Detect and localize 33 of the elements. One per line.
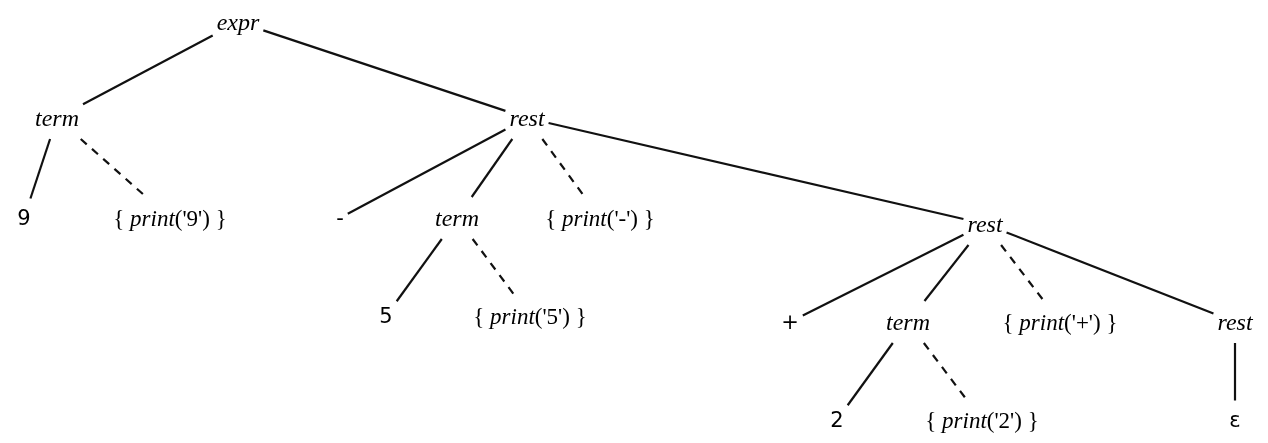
nonterminal-label: term <box>886 309 930 335</box>
tree-edge <box>1233 343 1237 401</box>
tree-edge <box>82 34 214 106</box>
terminal-symbol: - <box>336 205 344 230</box>
nonterminal-label: term <box>435 205 479 231</box>
tree-edge <box>923 244 970 302</box>
tree-edge <box>802 233 964 317</box>
dashed-tree-edge <box>923 342 968 401</box>
dashed-tree-edge <box>1000 244 1046 303</box>
terminal-symbol: 9 <box>17 205 31 230</box>
nonterminal-label: expr <box>216 9 260 35</box>
dashed-tree-edge <box>471 238 516 297</box>
tree-edge <box>548 121 964 221</box>
tree-edge <box>29 138 52 199</box>
tree-edge <box>1006 231 1214 315</box>
nonterminal-label: rest <box>967 211 1003 237</box>
tree-edge <box>347 128 506 215</box>
semantic-action: { print('+') } <box>1002 309 1118 335</box>
tree-edge <box>470 138 514 198</box>
terminal-symbol: 5 <box>379 303 393 328</box>
nonterminal-label: rest <box>509 105 545 131</box>
semantic-action: { print('2') } <box>925 407 1039 433</box>
tree-edge <box>846 342 894 406</box>
tree-edge <box>263 29 506 112</box>
nonterminal-label: rest <box>1217 309 1253 335</box>
nonterminal-label: term <box>35 105 79 131</box>
terminal-symbol: 2 <box>830 407 844 432</box>
semantic-action: { print('5') } <box>473 303 587 329</box>
semantic-action: { print('9') } <box>113 205 227 231</box>
tree-edge <box>395 238 443 302</box>
terminal-symbol: + <box>781 309 799 334</box>
terminal-symbol: ε <box>1229 407 1241 432</box>
semantic-action: { print('-') } <box>545 205 655 231</box>
